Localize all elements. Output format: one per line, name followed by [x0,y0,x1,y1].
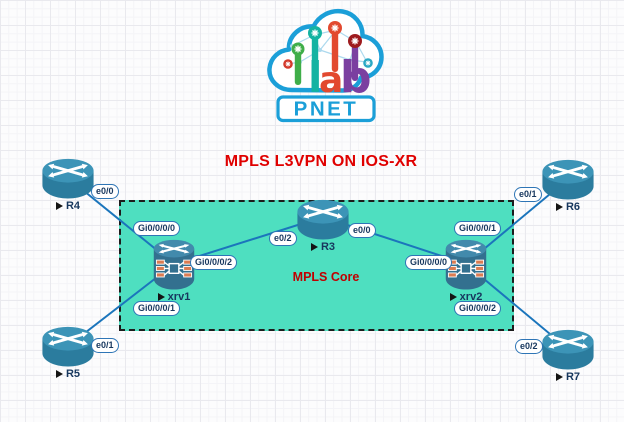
device-r6[interactable]: R6 [540,158,596,213]
logo-letter-a: a [319,60,343,101]
interface-label-r7-e0-2: e0/2 [515,339,543,355]
device-xrv1[interactable]: xrv1 [152,239,196,303]
device-name: R3 [320,241,336,253]
router-icon [540,328,596,370]
router-icon [295,198,351,240]
interface-label-r3-e0-2: e0/2 [269,231,297,247]
device-r3[interactable]: R3 [295,198,351,253]
device-r5[interactable]: R5 [40,325,96,380]
play-icon [55,202,63,210]
device-name: R6 [565,201,581,213]
device-xrv2[interactable]: xrv2 [444,239,488,303]
node-icon-maroon [348,34,362,48]
interface-label-r6-e0-1: e0/1 [514,187,542,203]
mpls-core-label: MPLS Core [292,270,360,284]
diagram-title: MPLS L3VPN ON IOS-XR [224,153,418,170]
interface-label-r4-e0-0: e0/0 [91,184,119,200]
device-name: R4 [65,200,81,212]
logo-letter-b: b [340,52,372,103]
router-icon [540,158,596,200]
interface-label-xrv1-gi0-0-0-2: Gi0/0/0/2 [190,255,238,271]
device-name: R5 [65,368,81,380]
play-icon [555,373,563,381]
node-icon-teal [308,26,322,40]
router-icon [40,325,96,367]
brand-text: PNET [294,98,359,121]
interface-label-r3-e0-0: e0/0 [348,223,376,239]
node-icon-small-teal [363,58,373,68]
interface-label-xrv1-gi0-0-0-0: Gi0/0/0/0 [133,221,181,237]
play-icon [555,203,563,211]
pnetlab-logo: l a b PNET [267,8,384,123]
interface-label-xrv2-gi0-0-0-2: Gi0/0/0/2 [454,301,502,317]
play-icon [310,243,318,251]
node-icon-small-red [283,59,293,69]
interface-label-xrv2-gi0-0-0-0: Gi0/0/0/0 [405,255,453,271]
node-icon-green [291,42,305,56]
interface-label-xrv1-gi0-0-0-1: Gi0/0/0/1 [133,301,181,317]
interface-label-xrv2-gi0-0-0-1: Gi0/0/0/1 [454,221,502,237]
device-r4[interactable]: R4 [40,157,96,212]
interface-label-r5-e0-1: e0/1 [91,338,119,354]
device-r7[interactable]: R7 [540,328,596,383]
play-icon [157,293,165,301]
node-icon-red [328,21,342,35]
logo-letter-l: l [308,53,322,102]
router-icon [40,157,96,199]
device-name: R7 [565,371,581,383]
play-icon [449,293,457,301]
play-icon [55,370,63,378]
